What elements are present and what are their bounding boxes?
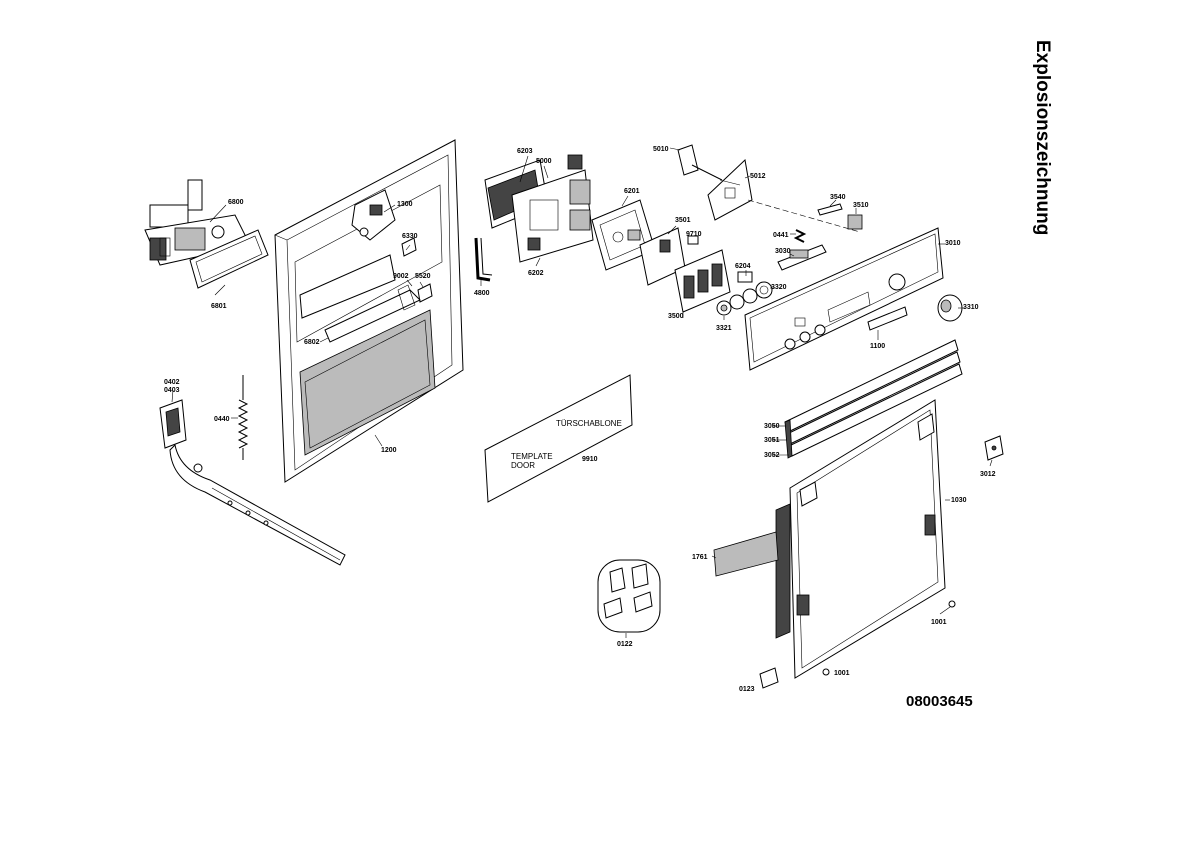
label-0123: 0123 — [739, 686, 755, 693]
label-1200: 1200 — [381, 447, 397, 454]
part-3030 — [777, 244, 827, 271]
label-6201: 6201 — [624, 188, 640, 195]
label-1300: 1300 — [397, 201, 413, 208]
label-6801: 6801 — [211, 303, 227, 310]
label-3030: 3030 — [775, 248, 791, 255]
bracket-6802 — [324, 284, 421, 343]
label-6800: 6800 — [228, 199, 244, 206]
hinge-assembly — [159, 399, 346, 566]
label-0440: 0440 — [214, 416, 230, 423]
label-9710: 9710 — [686, 231, 702, 238]
outer-door-1030 — [789, 399, 946, 679]
label-3540: 3540 — [830, 194, 846, 201]
cable-4800 — [474, 237, 493, 282]
label-3320: 3320 — [771, 284, 787, 291]
door-template-sheet — [484, 374, 633, 503]
label-1100: 1100 — [870, 343, 885, 350]
knobs-3321 — [716, 288, 758, 316]
template-line2: TEMPLATE — [511, 452, 553, 461]
switch-block-3500 — [674, 249, 731, 313]
label-3510: 3510 — [853, 202, 869, 209]
part-5010 — [677, 144, 723, 181]
label-3321: 3321 — [716, 325, 732, 332]
diagram-title: Explosionszeichnung — [1032, 40, 1053, 235]
control-panel-3010 — [744, 227, 944, 371]
part-0123 — [759, 667, 779, 689]
display-1100 — [867, 306, 908, 331]
label-1001-a: 1001 — [931, 619, 947, 626]
label-0122: 0122 — [617, 641, 633, 648]
knob-3310 — [937, 294, 963, 322]
strips-3050-3052 — [784, 339, 963, 459]
template-line3: DOOR — [511, 461, 535, 470]
label-0403: 0403 — [164, 387, 180, 394]
label-5000: 5000 — [536, 158, 552, 165]
part-3510 — [847, 214, 863, 230]
housing-6201 — [591, 199, 656, 271]
spring-0440 — [237, 375, 249, 460]
label-6202: 6202 — [528, 270, 544, 277]
label-3050: 3050 — [764, 423, 780, 430]
label-3052: 3052 — [764, 452, 780, 459]
document-number: 08003645 — [906, 693, 973, 710]
label-6802: 6802 — [304, 339, 320, 346]
part-3540 — [817, 203, 843, 216]
part-3012 — [984, 435, 1004, 461]
label-6330: 6330 — [402, 233, 418, 240]
label-0402: 0402 — [164, 379, 180, 386]
label-3310: 3310 — [963, 304, 979, 311]
label-3051: 3051 — [764, 437, 780, 444]
label-1001-b: 1001 — [834, 670, 850, 677]
label-6203: 6203 — [517, 148, 533, 155]
part-0441 — [793, 229, 807, 243]
template-line1: TÜRSCHABLONE — [556, 419, 622, 428]
label-5012: 5012 — [750, 173, 766, 180]
knob-3320 — [755, 281, 773, 299]
control-module-5000 — [511, 154, 594, 263]
dispenser-gasket — [189, 229, 269, 289]
label-0441: 0441 — [773, 232, 789, 239]
label-1030: 1030 — [951, 497, 967, 504]
bracket-5012 — [707, 158, 753, 221]
label-3010: 3010 — [945, 240, 961, 247]
label-3012: 3012 — [980, 471, 996, 478]
screw-1001-a — [948, 600, 956, 608]
screw-1001-b — [822, 668, 830, 676]
label-4800: 4800 — [474, 290, 490, 297]
label-6204: 6204 — [735, 263, 751, 270]
small-part-6330 — [401, 237, 417, 257]
label-3500: 3500 — [668, 313, 684, 320]
label-5520: 5520 — [415, 273, 431, 280]
dispenser-assembly — [144, 179, 251, 266]
label-9002: 9002 — [393, 273, 409, 280]
door-lock — [351, 189, 396, 241]
part-6204 — [737, 271, 753, 283]
small-part-9710 — [687, 235, 699, 245]
label-1761: 1761 — [692, 554, 708, 561]
insulation-1761 — [713, 503, 791, 639]
template-number: 9910 — [582, 456, 598, 463]
label-5010: 5010 — [653, 146, 669, 153]
label-3501: 3501 — [675, 217, 691, 224]
small-part-5520 — [417, 283, 433, 303]
hinge-kit-0122 — [597, 559, 661, 633]
